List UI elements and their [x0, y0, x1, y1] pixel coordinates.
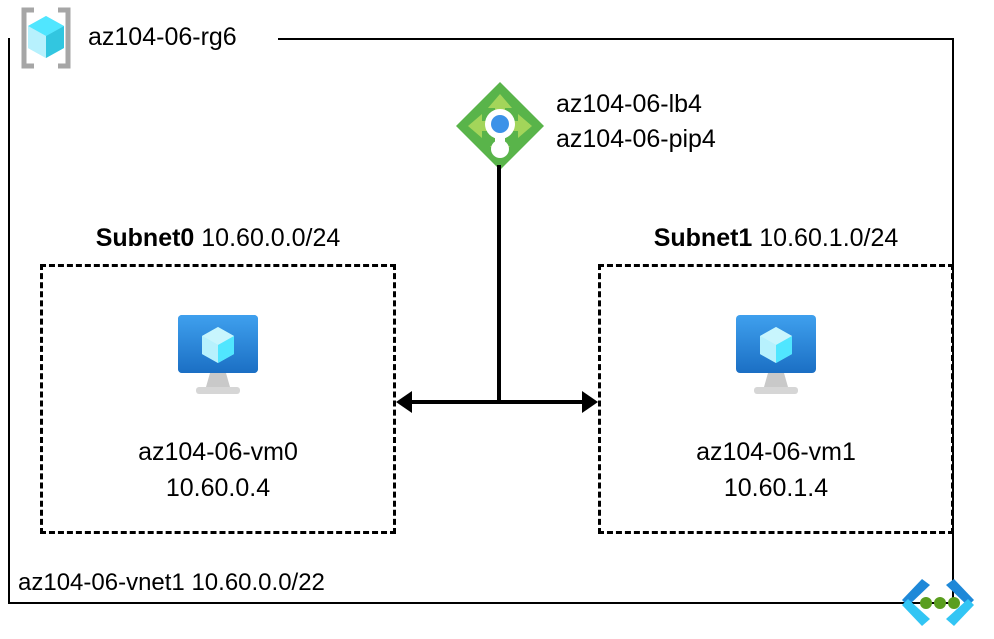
resource-group-border-bottom	[8, 602, 954, 604]
subnet0-name: Subnet0	[95, 224, 195, 252]
subnet1-name: Subnet1	[653, 224, 753, 252]
load-balancer-public-ip: az104-06-pip4	[556, 125, 716, 153]
load-balancer-icon	[452, 78, 548, 174]
resource-group-border-left	[8, 38, 10, 604]
resource-group-cube-icon	[14, 6, 78, 70]
vm0-name: az104-06-vm0	[138, 438, 298, 466]
resource-group-label: az104-06-rg6	[88, 23, 237, 51]
load-balancer-connector-line	[497, 165, 501, 403]
load-balancer-label: az104-06-lb4 az104-06-pip4	[556, 87, 716, 157]
arrow-head-right-icon	[582, 391, 598, 413]
virtual-machine-icon	[172, 313, 264, 397]
vm1-name: az104-06-vm1	[696, 438, 856, 466]
resource-group-border-top	[278, 38, 954, 40]
vm1-ip: 10.60.1.4	[723, 474, 829, 502]
subnet1-cidr: 10.60.1.0/24	[759, 224, 899, 252]
subnet0-title: Subnet0 10.60.0.0/24	[40, 222, 396, 254]
subnet0-box	[40, 264, 396, 534]
subnet0-cidr: 10.60.0.0/24	[201, 224, 341, 252]
vm0-ip: 10.60.0.4	[165, 474, 271, 502]
subnet1-title: Subnet1 10.60.1.0/24	[598, 222, 954, 254]
subnet1-box	[598, 264, 954, 534]
vnet-label: az104-06-vnet1 10.60.0.0/22	[18, 569, 325, 596]
subnet-connector-line	[402, 400, 592, 404]
vm1-label: az104-06-vm1 10.60.1.4	[598, 434, 954, 506]
virtual-machine-icon	[730, 313, 822, 397]
arrow-head-left-icon	[396, 391, 412, 413]
load-balancer-name: az104-06-lb4	[556, 90, 702, 118]
virtual-network-icon	[890, 575, 986, 633]
vm0-label: az104-06-vm0 10.60.0.4	[40, 434, 396, 506]
